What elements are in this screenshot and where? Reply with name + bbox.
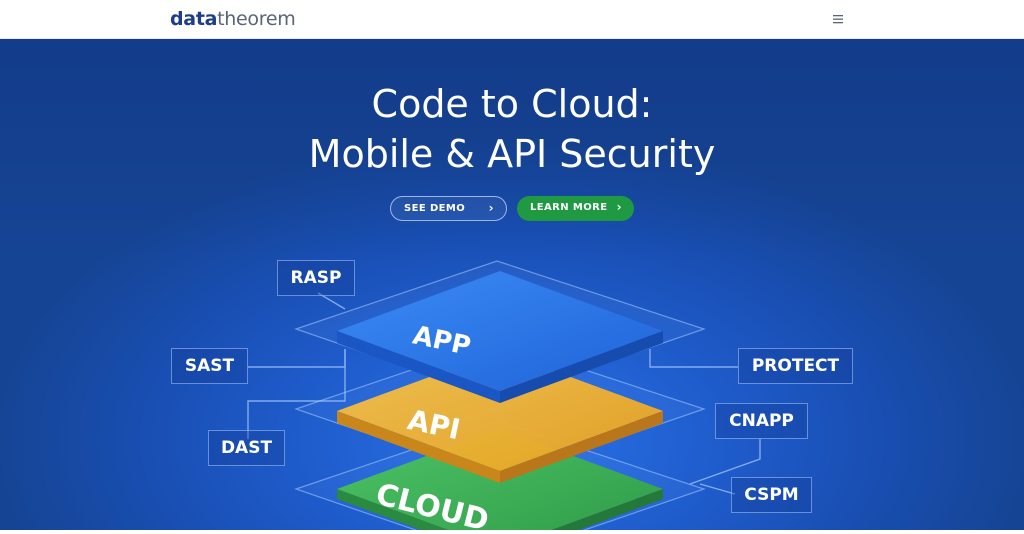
tag-sast: SAST xyxy=(171,348,248,384)
hero-section: Code to Cloud: Mobile & API Security SEE… xyxy=(0,39,1024,530)
tag-cnapp: CNAPP xyxy=(715,403,808,439)
chevron-right-icon: › xyxy=(488,201,494,215)
tag-dast: DAST xyxy=(208,430,285,466)
chevron-right-icon: › xyxy=(616,200,622,214)
datatheorem-logo[interactable]: datatheorem xyxy=(170,8,296,30)
logo-text-data: data xyxy=(170,8,218,30)
learn-more-button[interactable]: LEARN MORE › xyxy=(517,196,634,221)
page-bottom-strip xyxy=(0,530,1024,534)
site-header: datatheorem xyxy=(0,0,1024,39)
learn-more-label: LEARN MORE xyxy=(530,202,608,213)
see-demo-label: SEE DEMO xyxy=(404,203,466,214)
logo-text-theorem: theorem xyxy=(217,8,296,30)
tag-protect: PROTECT xyxy=(738,348,853,384)
tag-cspm: CSPM xyxy=(731,477,812,513)
hero-title-line1: Code to Cloud: xyxy=(371,82,653,126)
layered-stack-illustration: APP API CLOUD xyxy=(247,260,761,530)
api-layer xyxy=(337,351,663,483)
hero-title-line2: Mobile & API Security xyxy=(308,132,716,176)
tag-rasp: RASP xyxy=(277,260,355,296)
hamburger-menu-icon[interactable] xyxy=(832,12,844,24)
see-demo-button[interactable]: SEE DEMO › xyxy=(390,196,507,221)
app-layer xyxy=(337,271,663,403)
